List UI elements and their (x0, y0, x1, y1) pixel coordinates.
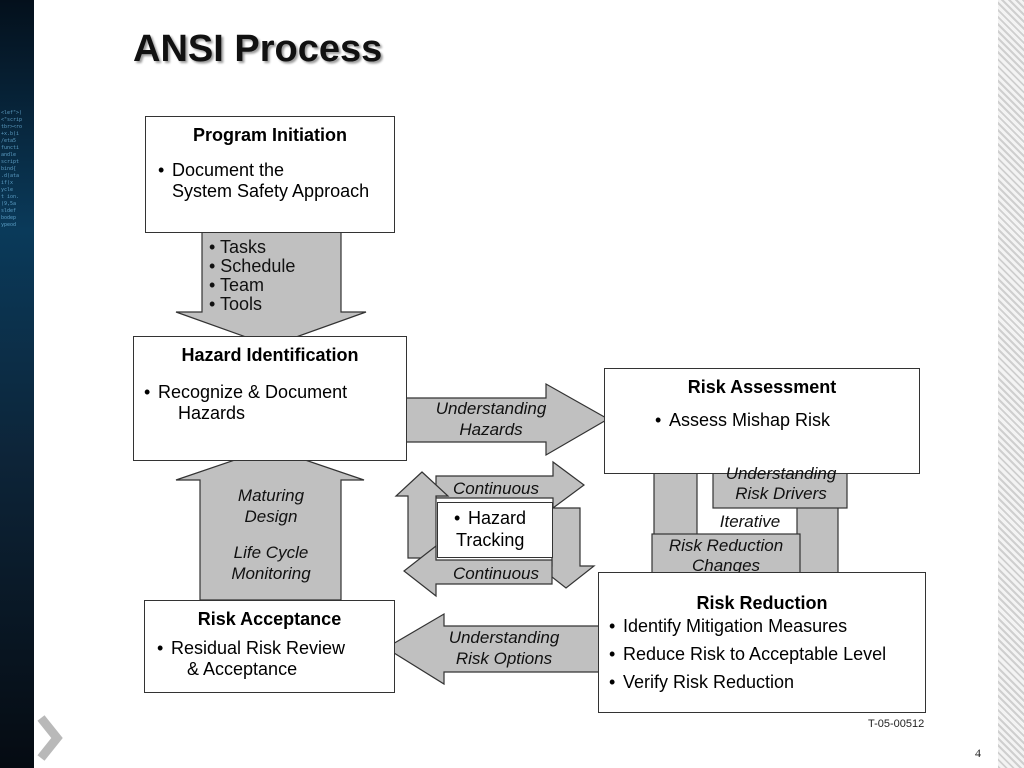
continuous-top-label: Continuous (452, 479, 539, 498)
list-item: • Schedule (209, 256, 296, 276)
risk-reduction-box: Risk Reduction Identify Mitigation Measu… (598, 572, 926, 713)
page-number: 4 (975, 746, 981, 760)
list-item: • Tasks (209, 237, 266, 257)
risk-assessment-bullet: Assess Mishap Risk (651, 410, 919, 431)
program-initiation-heading: Program Initiation (192, 125, 347, 145)
left-decorative-strip: <lef">) <"scrip tbr><ro +x.b(i /eta5 fun… (0, 0, 34, 768)
risk-acceptance-box: Risk Acceptance Residual Risk Review & A… (144, 600, 395, 693)
arrow-initiation-to-identification (175, 231, 367, 347)
program-initiation-bullet: Document the System Safety Approach (154, 160, 394, 202)
arrow-understanding-hazards (405, 382, 610, 457)
list-item: Identify Mitigation Measures (605, 616, 925, 637)
understanding-risk-drivers-label: Understanding Risk Drivers (725, 464, 837, 503)
life-cycle-monitoring-label: Life Cycle Monitoring (231, 543, 311, 583)
arrow-understanding-risk-options (384, 612, 601, 686)
slide-title: ANSI Process (133, 28, 383, 70)
risk-reduction-bullets: Identify Mitigation Measures Reduce Risk… (605, 616, 925, 693)
list-item: • Tools (209, 294, 262, 314)
arrow-continuous-top-shape (435, 460, 586, 510)
hazard-identification-heading: Hazard Identification (181, 345, 359, 365)
hazard-tracking-bullet: Hazard Tracking (450, 507, 552, 551)
risk-acceptance-bullet: Residual Risk Review & Acceptance (153, 638, 394, 680)
list-item: • Team (209, 275, 264, 295)
list-item: Verify Risk Reduction (605, 672, 925, 693)
hazard-identification-bullet: Recognize & Document Hazards (140, 382, 406, 424)
understanding-risk-options-label: Understanding Risk Options (448, 628, 560, 668)
list-item: Reduce Risk to Acceptable Level (605, 644, 925, 665)
understanding-hazards-label: Understanding Hazards (435, 399, 547, 439)
risk-acceptance-heading: Risk Acceptance (197, 609, 342, 629)
reference-code: T-05-00512 (868, 718, 925, 730)
risk-reduction-heading: Risk Reduction (696, 593, 828, 613)
arrow-continuous-bottom (403, 544, 553, 598)
arrow-maturing-design (175, 447, 365, 601)
maturing-design-label: Maturing Design (237, 486, 305, 526)
program-initiation-box: Program Initiation Document the System S… (145, 116, 395, 233)
risk-reduction-changes-label: Risk Reduction Changes (668, 536, 784, 575)
hazard-identification-box: Hazard Identification Recognize & Docume… (133, 336, 407, 461)
chevron-right-icon (37, 715, 63, 761)
code-texture: <lef">) <"scrip tbr><ro +x.b(i /eta5 fun… (1, 110, 23, 228)
initiation-outputs-list: • Tasks • Schedule • Team • Tools (209, 238, 295, 314)
right-decorative-strip (998, 0, 1024, 768)
continuous-bottom-label: Continuous (452, 564, 539, 583)
hazard-tracking-box: Hazard Tracking (437, 502, 553, 558)
risk-assessment-box: Risk Assessment Assess Mishap Risk (604, 368, 920, 474)
iterative-label: Iterative (712, 511, 788, 532)
risk-assessment-heading: Risk Assessment (687, 377, 837, 397)
